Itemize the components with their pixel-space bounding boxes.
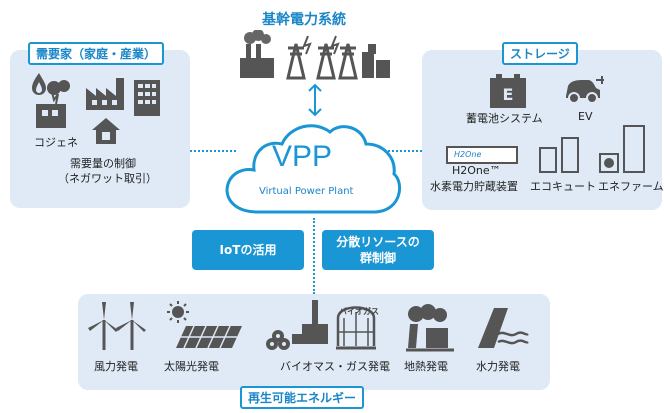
hydro-label: 水力発電: [476, 360, 520, 373]
bottom-connector: [313, 218, 315, 294]
iot-label: IoTの活用: [219, 243, 277, 257]
ev-icon: [566, 76, 604, 104]
hydro-dam-icon: [478, 308, 529, 348]
demand-control-label-2: （ネガワット取引）: [58, 172, 157, 185]
h2one-logo: H2One: [446, 146, 518, 164]
flame-icon: [32, 73, 46, 95]
h2one-label-2: 水素電力貯蔵装置: [430, 180, 518, 193]
svg-text:E: E: [503, 85, 514, 104]
grid-title: 基幹電力系統: [262, 12, 346, 28]
battery-label: 蓄電池システム: [466, 112, 543, 125]
double-arrow-icon: [308, 83, 322, 117]
house-icon: [92, 118, 120, 144]
demand-tag: 需要家（家庭・産業）: [28, 42, 165, 65]
enefarm-label: エネファーム: [598, 180, 664, 193]
left-connector: [190, 150, 236, 152]
power-grid-icon: [240, 30, 390, 80]
vpp-title: VPP: [272, 140, 333, 173]
vpp-subtitle: Virtual Power Plant: [259, 186, 354, 197]
solar-label: 太陽光発電: [164, 360, 219, 373]
battery-icon: E: [490, 74, 526, 108]
factory-icon: [86, 78, 124, 110]
biogas-tank-label: バイオガス: [339, 307, 379, 316]
renewable-tag: 再生可能エネルギー: [240, 386, 365, 409]
geothermal-label: 地熱発電: [404, 360, 448, 373]
cogen-icon: [36, 80, 70, 128]
resource-box: 分散リソースの 群制御: [322, 230, 434, 270]
geothermal-icon: [406, 304, 454, 352]
iot-box: IoTの活用: [192, 230, 304, 270]
storage-panel: [422, 50, 662, 210]
wind-label: 風力発電: [94, 360, 138, 373]
cloud-icon: [225, 124, 402, 214]
ev-label: EV: [578, 110, 593, 123]
storage-tag: ストレージ: [502, 42, 578, 65]
h2one-label-1: H2One™: [452, 164, 501, 177]
ecocute-label: エコキュート: [530, 180, 596, 193]
biomass-plant-icon: [266, 300, 328, 350]
ecocute-icon: [539, 137, 579, 173]
resource-label-1: 分散リソースの: [336, 235, 420, 249]
right-connector: [384, 150, 422, 152]
enefarm-icon: [599, 125, 645, 173]
biogas-tank-icon: [336, 306, 376, 350]
resource-label-2: 群制御: [359, 251, 396, 265]
wind-turbine-icon: [88, 302, 146, 350]
cogen-label: コジェネ: [34, 136, 78, 149]
demand-control-label-1: 需要量の制御: [70, 157, 136, 170]
building-icon: [134, 80, 160, 116]
biomass-label: バイオマス・ガス発電: [280, 360, 390, 373]
solar-panel-icon: [167, 301, 242, 349]
